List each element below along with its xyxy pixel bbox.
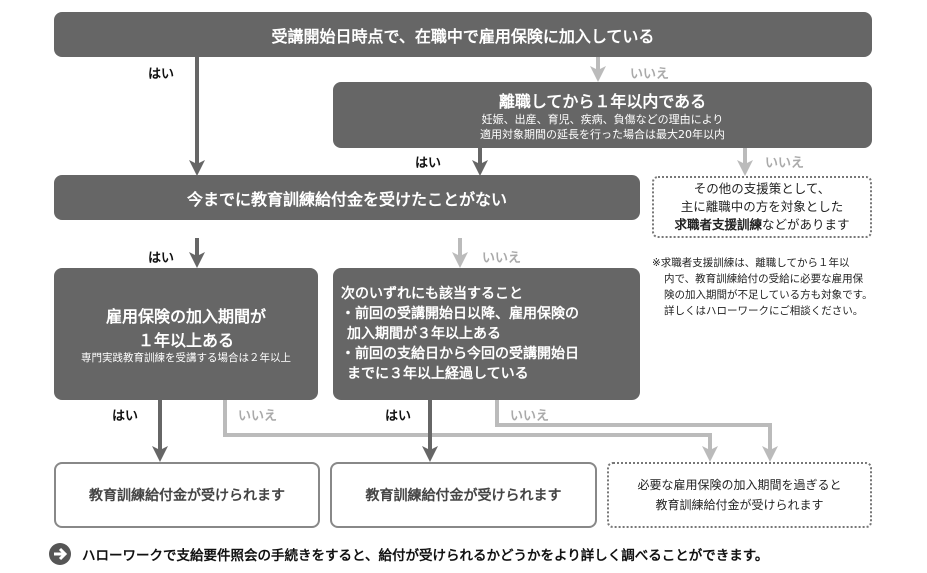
label-no: いいえ: [238, 409, 278, 424]
footnote-line: 内で、教育訓練給付の受給に必要な雇用保: [664, 273, 864, 285]
question-never-received: 今までに教育訓練給付金を受けたことがない: [54, 175, 640, 220]
label-no: いいえ: [765, 156, 805, 171]
question-previous-recipient: 次のいずれにも該当すること ・前回の受講開始日以降、雇用保険の 加入期間が３年以…: [333, 268, 640, 400]
question-insured-one-year: 雇用保険の加入期間が １年以上ある 専門実践教育訓練を受講する場合は２年以上: [54, 268, 318, 400]
footer-text: ハローワークで支給要件照会の手続きをすると、給付が受けられるかどうかをより詳しく…: [82, 548, 769, 564]
label-yes: はい: [148, 251, 175, 266]
question-text: 今までに教育訓練給付金を受けたことがない: [186, 189, 507, 209]
other-text: 主に離職中の方を対象とした: [680, 199, 844, 214]
question-note: 妊娠、出産、育児、疾病、負傷などの理由により: [481, 113, 724, 126]
question-employed-insured: 受講開始日時点で、在職中で雇用保険に加入している: [54, 12, 872, 57]
question-note: 専門実践教育訓練を受講する場合は２年以上: [81, 351, 291, 364]
footnote-line: 詳しくはハローワークにご相談ください。: [664, 305, 864, 317]
condition-1: ・前回の受講開始日以降、雇用保険の: [341, 306, 579, 322]
condition-1: 加入期間が３年以上ある: [347, 326, 501, 342]
question-text: 次のいずれにも該当すること: [341, 286, 523, 302]
question-text: １年以上ある: [137, 330, 234, 350]
arrow-q4-no: [223, 400, 718, 462]
job-seeker-training: 求職者支援訓練: [674, 217, 762, 232]
footnote-line: 険の加入期間が不足している方も対象です。: [664, 289, 873, 301]
label-yes: はい: [148, 67, 175, 82]
result-eligible-later: 必要な雇用保険の加入期間を過ぎると 教育訓練給付金が受けられます: [607, 462, 872, 528]
label-yes: はい: [415, 156, 442, 171]
question-text: 受講開始日時点で、在職中で雇用保険に加入している: [271, 26, 655, 46]
result-text: 教育訓練給付金が受けられます: [89, 488, 285, 504]
arrow-circle-icon: [49, 543, 71, 565]
result-text: 教育訓練給付金が受けられます: [365, 488, 562, 504]
label-no: いいえ: [510, 409, 550, 424]
arrow-q5-no: [495, 400, 778, 462]
other-text: その他の支援策として、: [693, 181, 831, 196]
footnote: ※求職者支援訓練は、離職してから１年以 内で、教育訓練給付の受給に必要な雇用保 …: [652, 255, 892, 319]
label-no: いいえ: [482, 251, 522, 266]
label-yes: はい: [112, 409, 139, 424]
question-text: 雇用保険の加入期間が: [105, 306, 266, 326]
footnote-line: ※求職者支援訓練は、離職してから１年以: [652, 257, 850, 269]
question-text: 離職してから１年以内である: [498, 92, 707, 111]
condition-2: までに３年以上経過している: [347, 366, 529, 382]
result-text: 必要な雇用保険の加入期間を過ぎると: [637, 478, 842, 492]
label-yes: はい: [385, 409, 412, 424]
result-text: 教育訓練給付金が受けられます: [655, 498, 824, 512]
question-note: 適用対象期間の延長を行った場合は最大20年以内: [480, 128, 725, 141]
condition-2: ・前回の支給日から今回の受講開始日: [341, 346, 579, 362]
result-eligible: 教育訓練給付金が受けられます: [54, 462, 320, 528]
result-eligible: 教育訓練給付金が受けられます: [330, 462, 597, 528]
label-no: いいえ: [630, 67, 670, 82]
footer-note: ハローワークで支給要件照会の手続きをすると、給付が受けられるかどうかをより詳しく…: [48, 542, 768, 566]
other-text: などがあります: [762, 217, 850, 232]
question-left-within-year: 離職してから１年以内である 妊娠、出産、育児、疾病、負傷などの理由により 適用対…: [333, 82, 872, 148]
other-support-box: その他の支援策として、 主に離職中の方を対象とした 求職者支援訓練などがあります: [652, 176, 872, 238]
